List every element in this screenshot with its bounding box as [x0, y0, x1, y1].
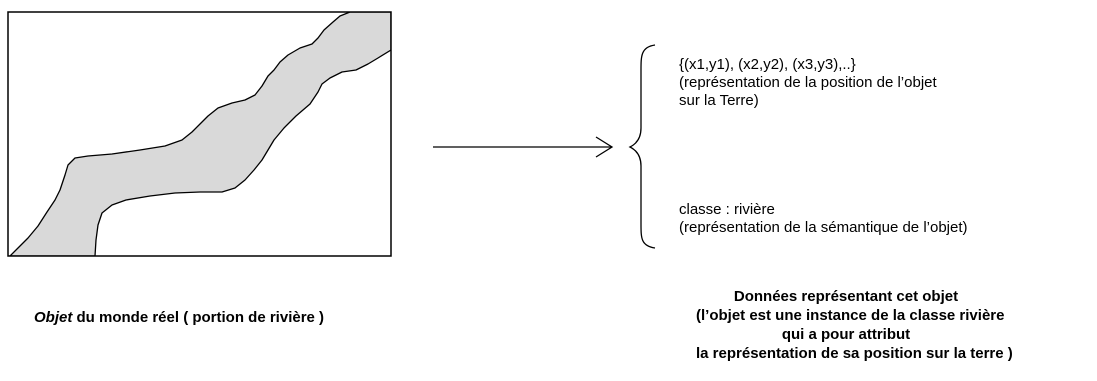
semantic-description: (représentation de la sémantique de l’ob… — [679, 219, 968, 236]
data-caption: Données représentant cet objet (l’objet … — [696, 287, 1013, 363]
position-description: (représentation de la position de l’obje… — [679, 74, 937, 91]
caption-rest: du monde réel ( portion de rivière ) — [72, 309, 325, 326]
caption-italic-word: Objet — [34, 309, 73, 326]
data-caption-line: (l’objet est une instance de la classe r… — [696, 307, 1005, 324]
coordinates-text: {(x1,y1), (x2,y2), (x3,y3),..} — [679, 56, 856, 73]
object-frame — [7, 11, 392, 257]
curly-brace — [628, 44, 656, 249]
data-caption-line: qui a pour attribut — [781, 326, 911, 343]
data-caption-line: Données représentant cet objet — [733, 288, 959, 305]
position-description-cont: sur la Terre) — [679, 92, 759, 109]
arrow-head — [595, 136, 614, 158]
data-caption-line: la représentation de sa position sur la … — [696, 345, 1013, 362]
class-text: classe : rivière — [679, 201, 775, 218]
river-shape — [9, 12, 391, 256]
real-world-object-caption: Objet du monde réel ( portion de rivière… — [34, 309, 324, 326]
